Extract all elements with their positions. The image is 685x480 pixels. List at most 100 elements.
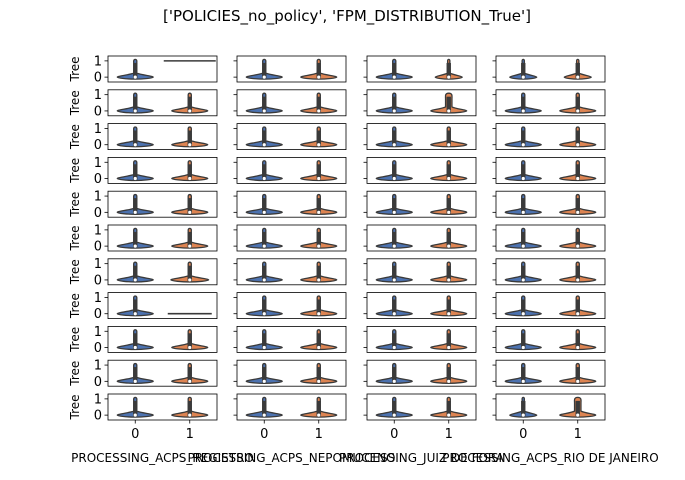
median-dot xyxy=(392,379,396,383)
panel-r4-c2 xyxy=(363,190,477,218)
panel-r5-c3 xyxy=(492,224,606,252)
panel-r4-c0: 01 xyxy=(94,190,218,221)
panel-r7-c0: 01 xyxy=(94,291,218,322)
y-tick-label: 0 xyxy=(94,71,102,86)
y-tick-label: 1 xyxy=(94,54,102,69)
violin-box xyxy=(575,164,580,180)
violin-box xyxy=(446,164,451,180)
violin-box xyxy=(521,96,526,112)
violin-box xyxy=(392,299,397,315)
median-dot xyxy=(392,109,396,113)
median-dot xyxy=(133,244,137,248)
median-dot xyxy=(447,345,451,350)
panel-r5-c1 xyxy=(233,224,347,252)
median-dot xyxy=(521,210,525,214)
median-dot xyxy=(317,75,321,79)
panel-r3-c1 xyxy=(233,156,347,184)
violin-box xyxy=(446,96,451,112)
y-tick-label: 0 xyxy=(94,273,102,288)
median-dot xyxy=(576,75,580,79)
violin-box xyxy=(446,198,451,214)
median-dot xyxy=(262,75,266,79)
violin-box xyxy=(133,231,138,248)
violin-box xyxy=(392,62,397,79)
violin-box xyxy=(133,62,138,79)
violin-box xyxy=(262,299,267,315)
violin-box xyxy=(521,333,526,349)
median-dot xyxy=(576,143,580,147)
violin-box xyxy=(187,164,192,180)
violin-box xyxy=(133,400,138,417)
median-dot xyxy=(447,413,451,417)
median-dot xyxy=(447,75,451,79)
y-tick-label: 1 xyxy=(94,291,102,306)
median-dot xyxy=(317,143,321,147)
violin-box xyxy=(133,130,138,146)
median-dot xyxy=(262,312,266,316)
panel-r9-c2 xyxy=(363,359,477,387)
violin-box xyxy=(316,265,321,281)
median-dot xyxy=(188,278,192,282)
panel-r0-c1 xyxy=(233,55,347,83)
median-dot xyxy=(521,176,525,181)
median-dot xyxy=(521,109,525,113)
panel-r9-c3 xyxy=(492,359,606,387)
panel-r3-c3 xyxy=(492,156,606,184)
median-dot xyxy=(447,244,451,248)
median-dot xyxy=(447,210,451,214)
violin-box xyxy=(521,231,526,248)
median-dot xyxy=(521,278,525,282)
violin-box xyxy=(262,164,267,180)
median-dot xyxy=(392,244,396,248)
panel-r8-c3 xyxy=(492,325,606,353)
median-dot xyxy=(188,413,192,417)
row-ylabel: Tree xyxy=(68,394,82,420)
violin-box xyxy=(133,367,138,383)
median-dot xyxy=(188,109,192,113)
median-dot xyxy=(133,210,137,214)
violin-box xyxy=(316,198,321,214)
median-dot xyxy=(133,176,137,181)
median-dot xyxy=(262,210,266,214)
violin-box xyxy=(187,400,192,417)
violin-box xyxy=(446,130,451,146)
violin-box xyxy=(392,130,397,146)
violin-box xyxy=(521,367,526,383)
panel-r1-c2 xyxy=(363,89,477,117)
median-dot xyxy=(262,109,266,113)
y-tick-label: 0 xyxy=(94,206,102,221)
median-dot xyxy=(317,413,321,417)
panel-r2-c3 xyxy=(492,123,606,150)
median-dot xyxy=(392,176,396,181)
panel-r9-c1 xyxy=(233,359,347,387)
median-dot xyxy=(392,345,396,350)
row-ylabel: Tree xyxy=(68,158,82,184)
y-tick-label: 1 xyxy=(94,325,102,340)
median-dot xyxy=(521,413,525,417)
median-dot xyxy=(521,75,525,79)
y-tick-label: 1 xyxy=(94,257,102,272)
violin-box xyxy=(262,96,267,112)
panel-r5-c0: 01 xyxy=(94,223,218,255)
median-dot xyxy=(447,278,451,282)
median-dot xyxy=(576,413,580,417)
y-tick-label: 0 xyxy=(94,240,102,255)
median-dot xyxy=(521,244,525,248)
panel-r2-c0: 01 xyxy=(94,122,218,153)
median-dot xyxy=(133,413,137,417)
violin-box xyxy=(575,96,580,112)
violin-box xyxy=(133,164,138,180)
median-dot xyxy=(188,176,192,181)
violin-box xyxy=(316,299,321,315)
median-dot xyxy=(576,379,580,383)
violin-box xyxy=(187,367,192,383)
median-dot xyxy=(447,143,451,147)
panel-r4-c1 xyxy=(233,190,347,218)
panel-r1-c1 xyxy=(233,89,347,117)
median-dot xyxy=(447,379,451,383)
violin-box xyxy=(392,400,397,417)
median-dot xyxy=(576,278,580,282)
